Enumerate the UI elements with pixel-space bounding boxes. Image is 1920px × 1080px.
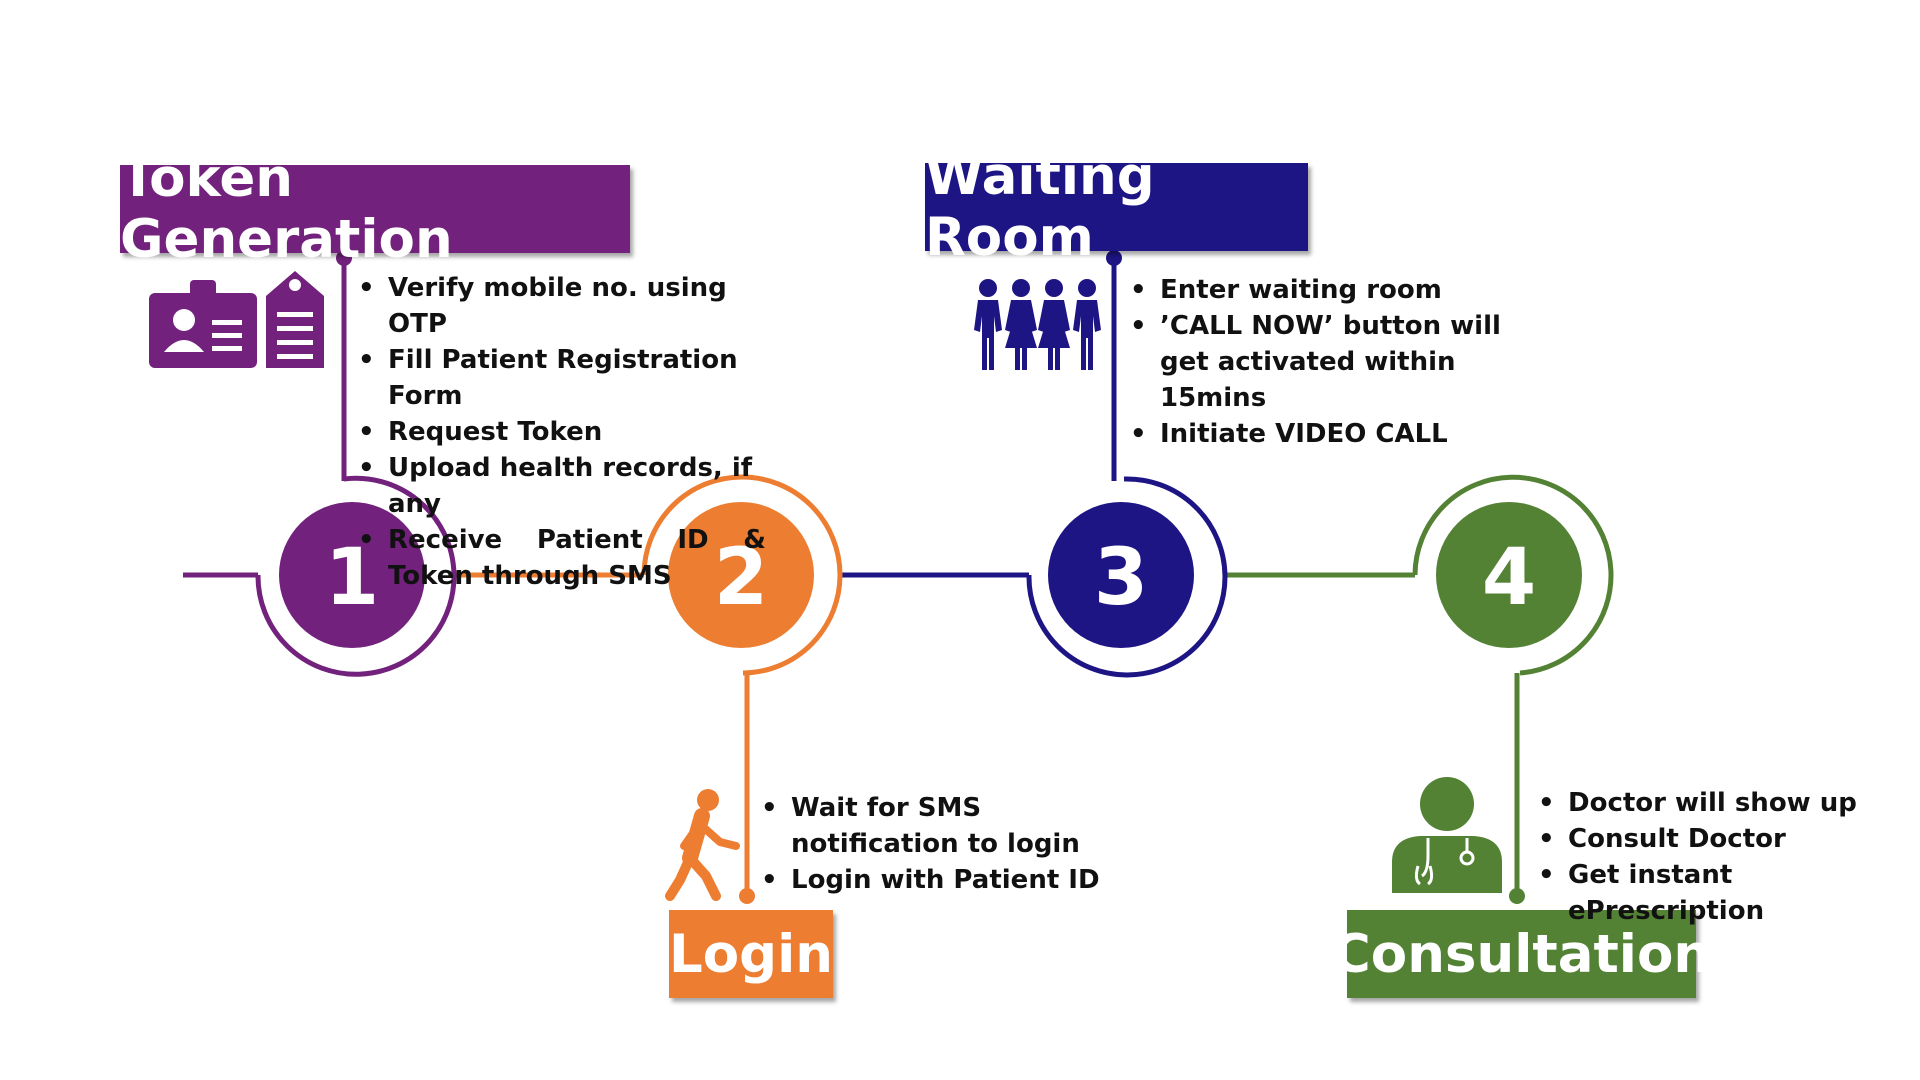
list-item: Consult Doctor [1538,821,1898,857]
list-item: Enter waiting room [1130,272,1520,308]
list-item: Initiate VIDEO CALL [1130,416,1520,452]
list-item: Fill Patient Registration Form [358,342,766,414]
stem-dot-2 [739,888,755,904]
ring-4 [1412,474,1614,676]
list-item: Request Token [358,414,766,450]
step-4-bullets: Doctor will show up Consult Doctor Get i… [1538,785,1898,929]
stem-dot-3 [1106,250,1122,266]
list-item: Verify mobile no. using OTP [358,270,766,342]
step-3-bullets: Enter waiting room ’CALL NOW’ button wil… [1130,272,1520,452]
step-2-bullets: Wait for SMS notification to login Login… [761,790,1121,898]
ring-3 [1026,476,1228,678]
list-item: Get instant ePrescription [1538,857,1898,929]
list-item: Receive Patient ID & Token through SMS [358,522,766,594]
step-title-token-generation: Token Generation [120,148,630,270]
step-title-waiting-room: Waiting Room [925,146,1308,268]
step-1-bullets: Verify mobile no. using OTP Fill Patient… [358,270,766,594]
group-of-people-icon [974,279,1101,370]
doctor-icon [1392,777,1502,893]
stem-dot-1 [336,250,352,266]
list-item: Login with Patient ID [761,862,1121,898]
list-item: Wait for SMS notification to login [761,790,1121,862]
list-item: ’CALL NOW’ button will get activated wit… [1130,308,1520,416]
step-number-4: 4 [1482,533,1536,623]
step-circle-3 [1048,502,1194,648]
stem-dot-4 [1509,888,1525,904]
list-item: Doctor will show up [1538,785,1898,821]
step-title-login: Login [669,910,833,998]
list-item: Upload health records, if any [358,450,766,522]
walking-person-icon [665,789,740,901]
step-circle-4 [1436,502,1582,648]
step-number-3: 3 [1094,533,1148,623]
id-card-and-tag-icon [149,271,324,368]
